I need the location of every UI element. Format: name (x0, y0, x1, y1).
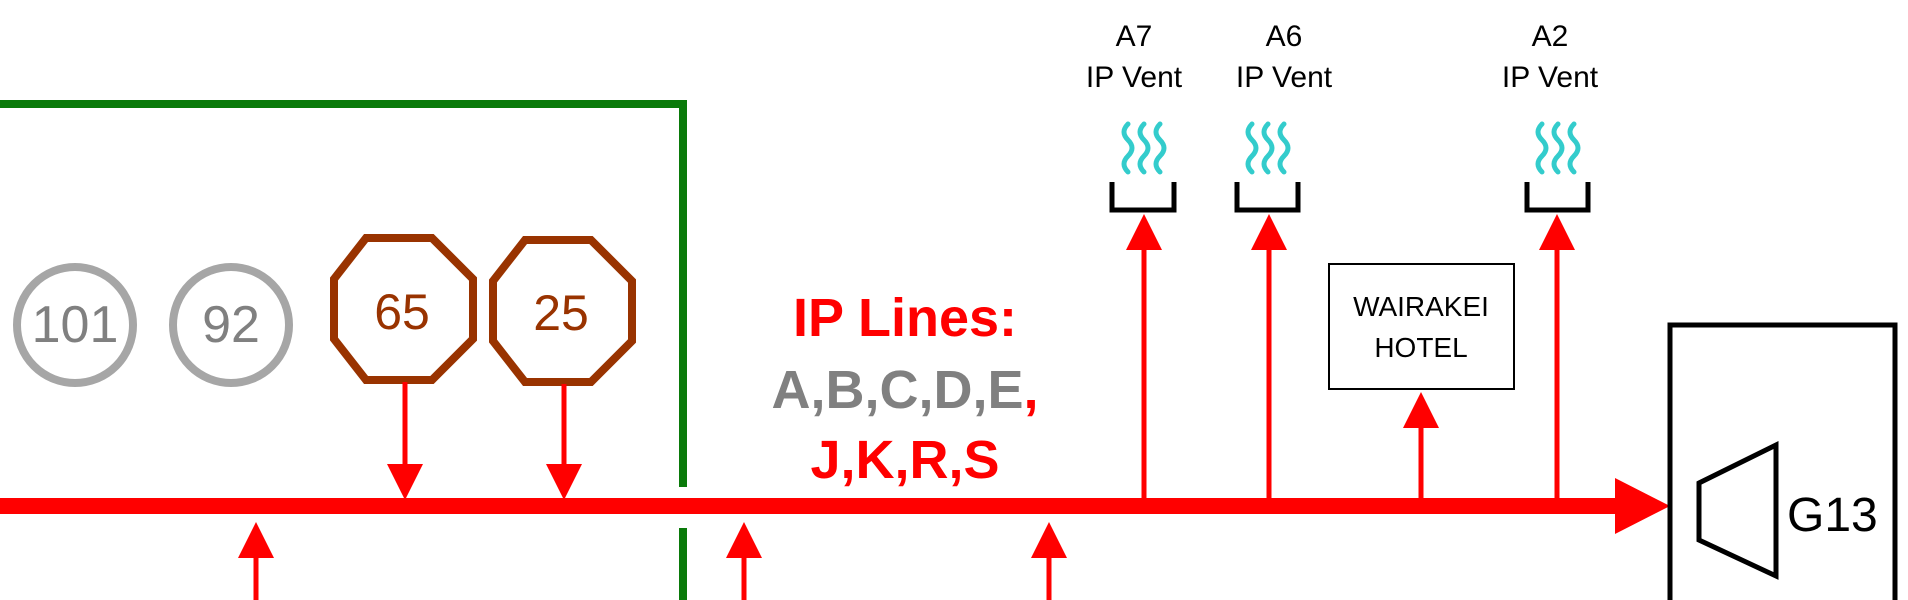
hotel-label-line1: WAIRAKEI (1353, 291, 1489, 322)
inactive-well-label: 92 (202, 296, 260, 354)
vent-name: A7 (1116, 20, 1153, 53)
wairakei-hotel: WAIRAKEI HOTEL (1328, 263, 1515, 500)
ip-lines-gray-list: A,B,C,D,E (771, 360, 1023, 420)
vent-a2: A2 IP Vent (1502, 20, 1599, 500)
active-well-label: 65 (374, 284, 430, 340)
vent-silencer-icon (1109, 182, 1177, 213)
hotel-box (1328, 263, 1515, 390)
vent-label: IP Vent (1086, 61, 1183, 94)
inactive-well-92: 92 (169, 263, 293, 387)
hotel-label-line2: HOTEL (1374, 332, 1467, 363)
boundary-line-top (0, 100, 687, 487)
steam-icon (1245, 121, 1291, 175)
generator-housing (1667, 322, 1898, 600)
vent-silencer-icon (1234, 182, 1301, 213)
ip-lines-red-list: J,K,R,S (810, 430, 999, 490)
generator-label: G13 (1787, 489, 1878, 542)
ip-lines-list: A,B,C,D,E, (771, 360, 1038, 420)
incoming-feed-3-arrowhead (1031, 522, 1067, 558)
inactive-well-circle (169, 263, 293, 387)
active-well-octagon (330, 234, 477, 384)
active-well-65: 65 (330, 234, 477, 384)
active-well-25: 25 (489, 236, 636, 386)
vent-feed-arrowhead (1539, 214, 1575, 250)
ip-lines-title: IP Lines: (793, 288, 1017, 348)
vent-feed-arrowhead (1126, 214, 1162, 250)
vent-a6: A6 IP Vent (1234, 20, 1333, 500)
incoming-feed-1-arrowhead (238, 522, 274, 558)
hotel-feed-arrowhead (1403, 392, 1439, 428)
turbine-icon (1696, 440, 1779, 580)
steam-icon (1535, 121, 1581, 175)
active-well-octagon (489, 236, 636, 386)
main-line-arrowhead (1615, 478, 1670, 534)
vent-label: IP Vent (1502, 61, 1599, 94)
incoming-feed-2-arrowhead (726, 522, 762, 558)
vent-a7: A7 IP Vent (1086, 20, 1183, 500)
vent-name: A6 (1266, 20, 1303, 53)
well-65-feed-arrowhead (387, 464, 423, 500)
vent-label: IP Vent (1236, 61, 1333, 94)
vent-feed-arrowhead (1251, 214, 1287, 250)
vent-name: A2 (1532, 20, 1569, 53)
ip-lines-comma: , (1024, 360, 1039, 420)
inactive-well-101: 101 (13, 263, 137, 387)
active-well-label: 25 (533, 285, 589, 341)
generator-g13: G13 (1667, 322, 1898, 600)
vent-silencer-icon (1524, 182, 1591, 213)
inactive-well-circle (13, 263, 137, 387)
steam-icon (1121, 121, 1167, 175)
inactive-well-label: 101 (32, 296, 119, 354)
well-25-feed-arrowhead (546, 464, 582, 500)
